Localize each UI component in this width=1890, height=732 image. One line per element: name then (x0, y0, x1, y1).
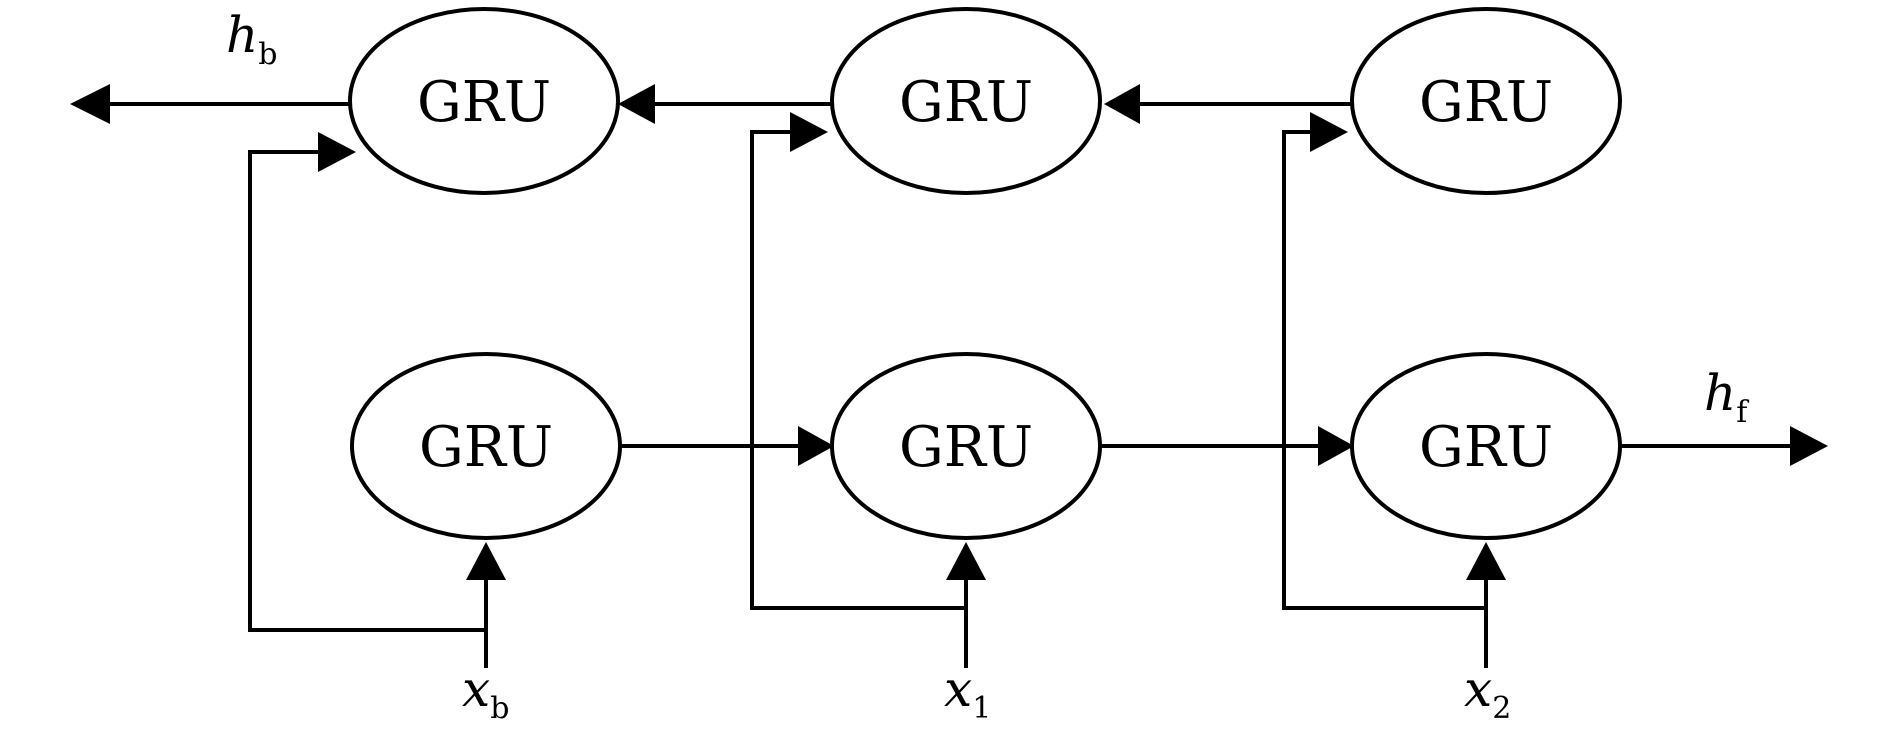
input-1-to-backward-path (750, 130, 966, 610)
forward-output-arrowhead (1790, 426, 1828, 466)
gru-label: GRU (899, 415, 1033, 480)
gru-ellipse (1350, 7, 1622, 195)
output-symbol: h (226, 6, 258, 64)
gru-label: GRU (1419, 415, 1553, 480)
gru-node-forward-1: GRU (350, 352, 622, 540)
arrowhead-right (1310, 112, 1348, 152)
gru-node-forward-2: GRU (830, 352, 1102, 540)
input-label-b: xb (462, 660, 509, 726)
input-subscript: b (490, 691, 509, 726)
arrowhead-right (790, 112, 828, 152)
connections (70, 84, 1828, 668)
gru-label: GRU (419, 415, 553, 480)
input-symbol: x (944, 660, 972, 718)
gru-node-backward-2: GRU (830, 7, 1102, 195)
input-b-to-backward-path (248, 150, 486, 632)
arrowhead-up (946, 542, 986, 580)
gru-label: GRU (1419, 70, 1553, 135)
gru-label: GRU (899, 70, 1033, 135)
gru-node-backward-1: GRU (348, 7, 620, 195)
input-subscript: 2 (1492, 691, 1511, 726)
arrowhead-up (1466, 542, 1506, 580)
gru-ellipse (348, 7, 620, 195)
output-subscript: b (258, 37, 277, 72)
output-subscript: f (1736, 395, 1749, 430)
arrowhead-up (466, 542, 506, 580)
gru-ellipse (830, 7, 1102, 195)
gru-label: GRU (417, 70, 551, 135)
arrowhead-right (798, 426, 834, 466)
backward-output-label: hb (226, 6, 277, 72)
input-2-to-backward-path (1282, 130, 1486, 610)
gru-ellipse (350, 352, 622, 540)
forward-output-label: hf (1704, 364, 1749, 430)
input-symbol: x (462, 660, 490, 718)
arrowhead-left (618, 84, 655, 124)
arrowhead-left (1104, 84, 1140, 124)
gru-node-forward-3: GRU (1350, 352, 1622, 540)
arrowhead-right (318, 132, 356, 172)
arrowhead-right (1318, 426, 1354, 466)
input-symbol: x (1464, 660, 1492, 718)
gru-ellipse (1350, 352, 1622, 540)
input-label-1: x1 (944, 660, 991, 726)
gru-ellipse (830, 352, 1102, 540)
gru-node-backward-3: GRU (1350, 7, 1622, 195)
output-symbol: h (1704, 364, 1736, 422)
input-subscript: 1 (972, 691, 991, 726)
input-label-2: x2 (1464, 660, 1511, 726)
backward-output-arrowhead (70, 84, 110, 124)
